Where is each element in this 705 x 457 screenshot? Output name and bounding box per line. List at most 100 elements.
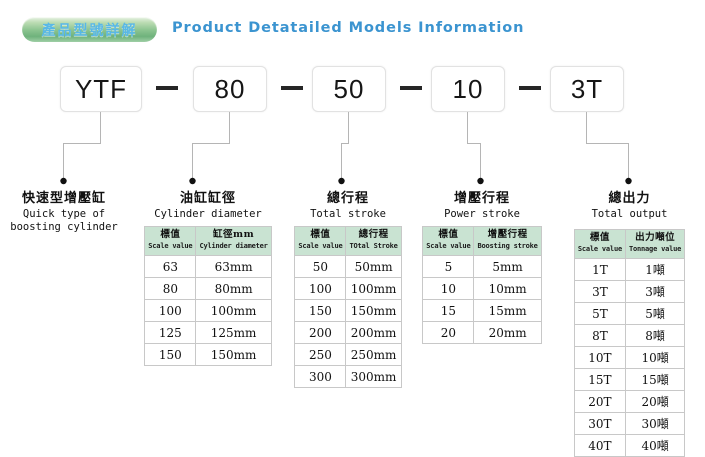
column-label-cn-cylinder-diameter: 油缸缸徑: [179, 191, 236, 206]
table-cell: 100: [144, 299, 197, 322]
table-header-cn: 標值: [310, 229, 331, 240]
connector-dot-5: [625, 177, 632, 185]
table-cell: 40噸: [624, 434, 686, 457]
table-cell: 100mm: [345, 277, 402, 300]
column-label-en-line: boosting cylinder: [10, 221, 118, 233]
table-cell: 10T: [573, 346, 626, 369]
table-cell: 150mm: [345, 299, 402, 322]
table-header-en: Scale value: [148, 242, 193, 250]
column-label-cn-total-output: 總出力: [608, 191, 651, 206]
table-cell: 125: [144, 321, 197, 344]
table-cell: 100: [294, 277, 347, 300]
table-cell: 20mm: [473, 321, 542, 344]
table-cell: 40T: [573, 434, 626, 457]
table-header-en: Scale value: [426, 242, 471, 250]
connector-dots: [60, 177, 632, 185]
table-header-cn: 標值: [589, 232, 610, 243]
table-cell: 63: [144, 255, 197, 278]
column-label-en-line: Quick type of: [22, 208, 106, 220]
table-cell: 5T: [573, 302, 626, 325]
table-cell: 50: [294, 255, 347, 278]
table-header-cn: 增壓行程: [487, 229, 528, 240]
table-cell: 150: [294, 299, 347, 322]
table-header-en: Tonnage value: [628, 245, 682, 253]
connector-dot-2: [189, 177, 196, 185]
table-cell: 1噸: [624, 258, 686, 281]
table-cell: 3噸: [624, 280, 686, 303]
connector-path-5: [586, 112, 629, 180]
model-code-separator-2: [281, 86, 303, 90]
table-header-cell: 增壓行程 Boosting stroke: [473, 226, 542, 256]
column-label-en-power-stroke: Power stroke: [421, 208, 543, 221]
table-cell: 200mm: [345, 321, 402, 344]
model-code-segment-label: YTF: [74, 73, 128, 104]
table-header-en: Boosting stroke: [477, 242, 538, 250]
model-code-segment-label: 3T: [570, 73, 604, 104]
table-header-cell: 標值 Scale value: [144, 226, 197, 256]
table-header-cell: 出力噸位 Tonnage value: [624, 229, 686, 259]
table-cell: 300: [294, 365, 347, 388]
model-code-segment-3: 50: [312, 66, 386, 112]
table-cell: 5噸: [624, 302, 686, 325]
table-cell: 15噸: [624, 368, 686, 391]
table-cell: 80: [144, 277, 197, 300]
table-cell: 15mm: [473, 299, 542, 322]
table-cell: 63mm: [195, 255, 272, 278]
table-cell: 10: [422, 277, 475, 300]
column-label-en-line: Cylinder diameter: [154, 208, 262, 220]
column-label-en-line: Total stroke: [310, 208, 386, 220]
connector-path-1: [63, 112, 101, 180]
table-cell: 10mm: [473, 277, 542, 300]
page-title-english: Product Detatailed Models Information: [172, 20, 525, 36]
table-cell: 80mm: [195, 277, 272, 300]
table-cell: 125mm: [195, 321, 272, 344]
table-header-cn: 標值: [160, 229, 181, 240]
connector-path-3: [341, 112, 349, 180]
table-cell: 8噸: [624, 324, 686, 347]
table-cell: 20: [422, 321, 475, 344]
table-header-cn: 出力噸位: [635, 232, 676, 243]
column-label-en-line: Total output: [591, 208, 668, 220]
column-label-cn-power-stroke: 增壓行程: [453, 191, 510, 206]
table-header-en: Cylinder diameter: [199, 242, 268, 250]
table-cell: 20噸: [624, 390, 686, 413]
connector-dot-4: [477, 177, 484, 185]
table-cell: 8T: [573, 324, 626, 347]
model-code-segment-label: 50: [333, 73, 365, 104]
table-cell: 5: [422, 255, 475, 278]
column-label-cn-total-stroke: 總行程: [326, 191, 369, 206]
table-header-cn: 缸徑mm: [213, 229, 255, 240]
model-code-segment-5: 3T: [550, 66, 624, 112]
table-cell: 100mm: [195, 299, 272, 322]
connector-dot-1: [60, 177, 67, 185]
table-cell: 15: [422, 299, 475, 322]
